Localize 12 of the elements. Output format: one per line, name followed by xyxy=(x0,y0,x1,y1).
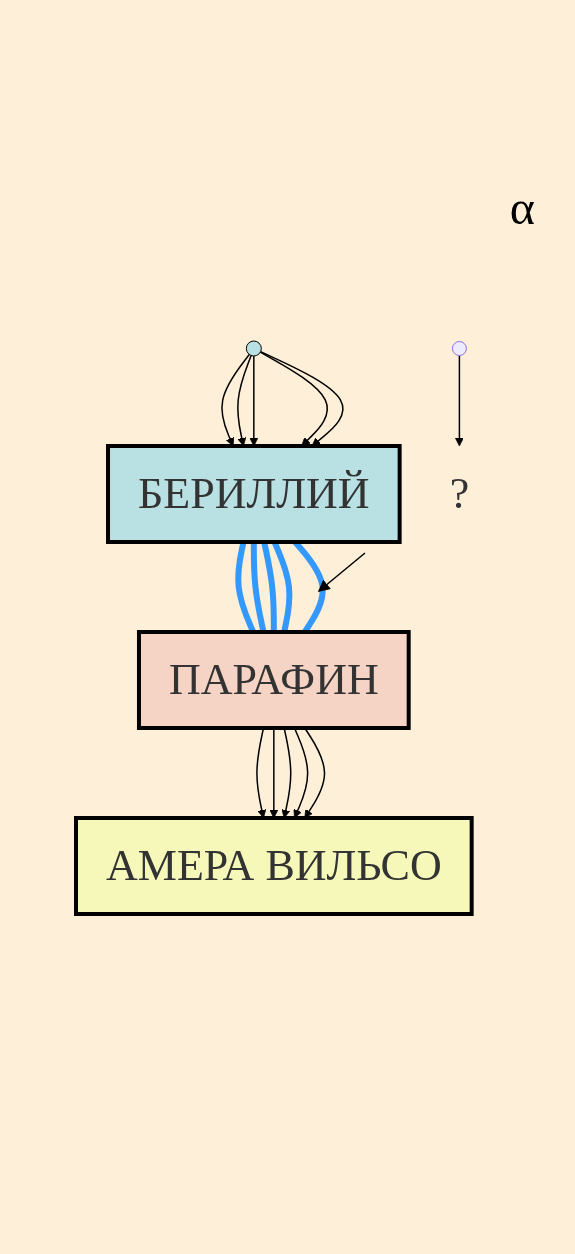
greek-letter-label: α xyxy=(509,181,535,234)
arrow xyxy=(221,353,250,446)
node-box: ПАРАФИН xyxy=(136,629,411,730)
arrow xyxy=(236,354,252,446)
arrow xyxy=(259,350,328,446)
arrow xyxy=(259,350,344,446)
node-text: ? xyxy=(449,468,470,518)
node-circle xyxy=(245,340,262,356)
node-box: АМЕРА ВИЛЬСО xyxy=(73,815,474,916)
arrow xyxy=(454,354,464,446)
node-box: БЕРИЛЛИЙ xyxy=(105,443,402,544)
arrow xyxy=(249,354,259,446)
